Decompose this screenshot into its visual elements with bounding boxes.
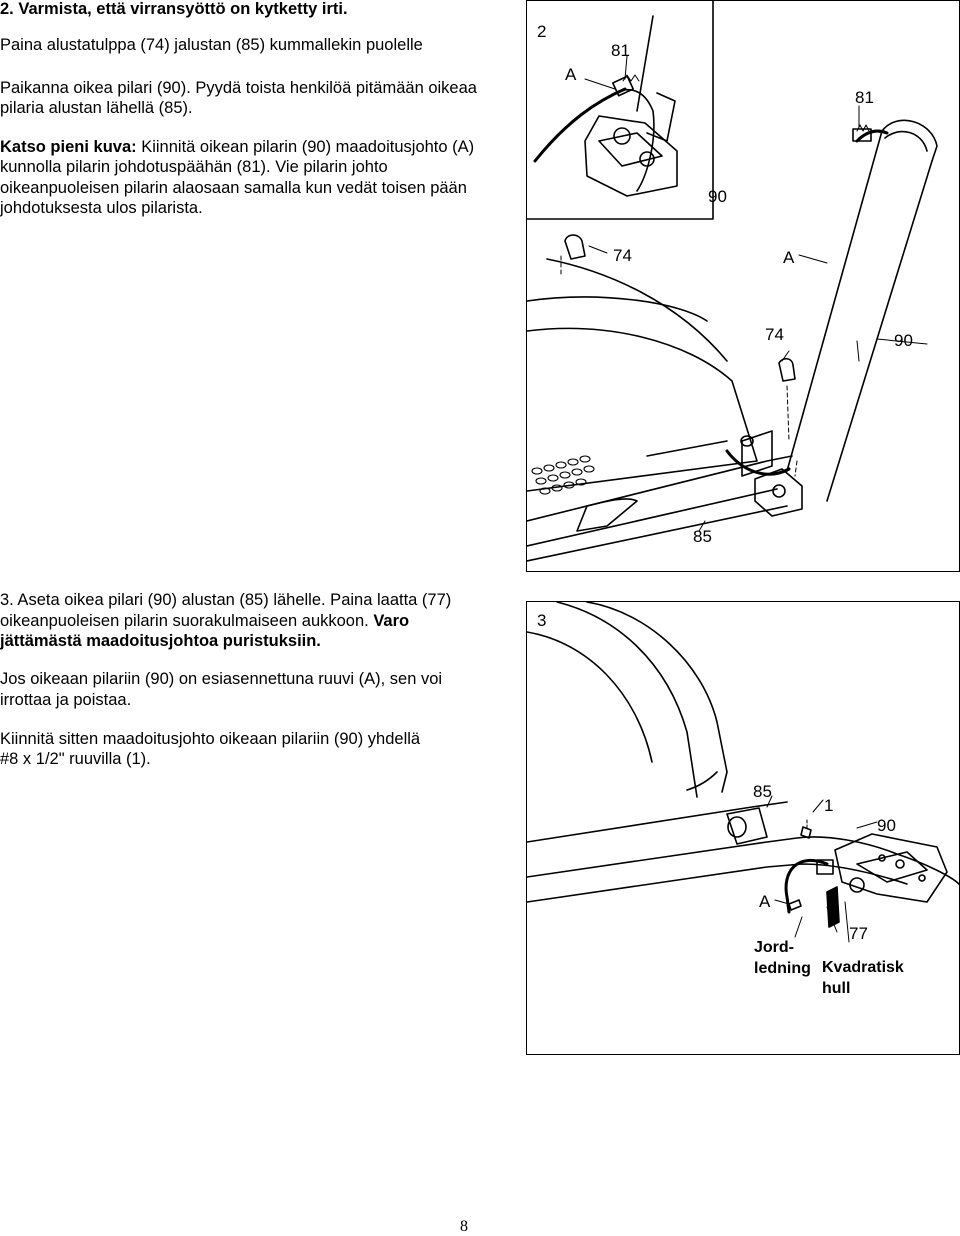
- callout-74: 74: [765, 325, 784, 344]
- label-line: hull: [822, 980, 851, 997]
- figure-2: 2 A 81 81 90 74 A 74 90 85: [526, 0, 960, 572]
- callout-A: A: [783, 248, 795, 267]
- step2-note: Katso pieni kuva: Kiinnitä oikean pilari…: [0, 137, 474, 158]
- label-line: Jord-: [754, 939, 794, 956]
- callout-A: A: [565, 65, 577, 84]
- note-bold-lead: Katso pieni kuva:: [0, 138, 137, 156]
- figure-2-number: 2: [537, 22, 547, 41]
- callout-81: 81: [611, 41, 630, 60]
- callout-77: 77: [849, 924, 868, 943]
- callout-74: 74: [613, 246, 632, 265]
- step3-line: Kiinnitä sitten maadoitusjohto oikeaan p…: [0, 730, 421, 748]
- step3-line: Jos oikeaan pilariin (90) on esiasennett…: [0, 670, 443, 688]
- label-line: Kvadratisk: [822, 959, 904, 976]
- step2-line: johdotuksesta ulos pilarista.: [0, 199, 203, 217]
- label-ground-wire: Jord-ledning: [754, 937, 811, 979]
- step3-heading: 3. Aseta oikea pilari (90) alustan (85) …: [0, 591, 452, 609]
- figure-3: 3 85 1 90 A 77 Jord-ledning Kvadratisk hu…: [526, 601, 960, 1055]
- callout-85: 85: [693, 527, 712, 546]
- callout-90: 90: [894, 331, 913, 350]
- step2-line: kunnolla pilarin johdotuspäähän (81). Vi…: [0, 158, 388, 176]
- step2-line: pilaria alustan lähellä (85).: [0, 99, 193, 117]
- step2-line: Paikanna oikea pilari (90). Pyydä toista…: [0, 79, 477, 97]
- callout-1: 1: [824, 796, 834, 815]
- step3-line: #8 x 1/2" ruuvilla (1).: [0, 750, 151, 768]
- step3-line: oikeanpuoleisen pilarin suorakulmaiseen …: [0, 611, 409, 632]
- callout-90: 90: [877, 816, 896, 835]
- callout-81: 81: [855, 88, 874, 107]
- step2-heading: 2. Varmista, että virransyöttö on kytket…: [0, 0, 348, 18]
- callout-A: A: [759, 892, 771, 911]
- step3-warning: jättämästä maadoitusjohtoa puristuksiin.: [0, 632, 321, 650]
- step3-text: oikeanpuoleisen pilarin suorakulmaiseen …: [0, 612, 374, 630]
- page-number: 8: [460, 1218, 468, 1235]
- step3-line: irrottaa ja poistaa.: [0, 691, 132, 709]
- callout-85: 85: [753, 782, 772, 801]
- figure-2-drawing: [527, 1, 938, 562]
- step2-line: Paina alustatulppa (74) jalustan (85) ku…: [0, 36, 423, 54]
- step3-warning: Varo: [373, 612, 410, 630]
- callout-90: 90: [708, 187, 727, 206]
- note-text: Kiinnitä oikean pilarin (90) maadoitusjo…: [136, 138, 475, 156]
- label-line: ledning: [754, 960, 811, 977]
- figure-3-drawing: [527, 602, 959, 943]
- figure-3-number: 3: [537, 611, 547, 630]
- label-square-hole: Kvadratisk hull: [822, 957, 904, 999]
- step2-line: oikeanpuoleisen pilarin alaosaan samalla…: [0, 179, 467, 197]
